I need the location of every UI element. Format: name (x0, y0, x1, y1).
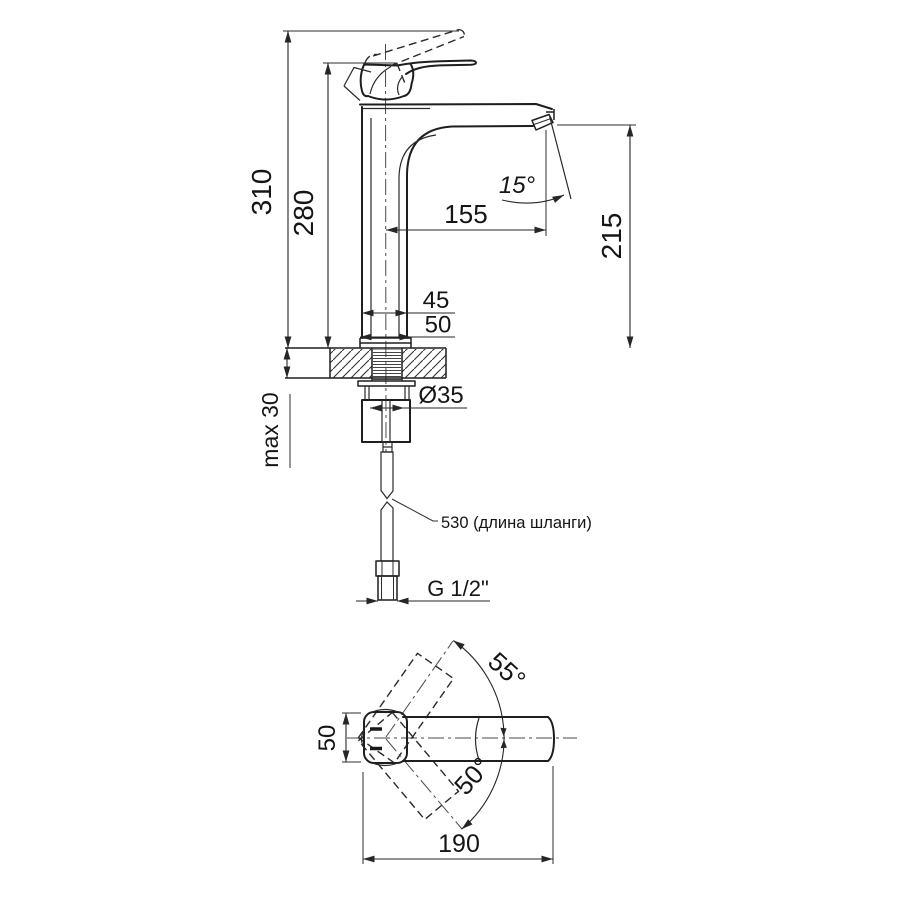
handle-lever (396, 59, 477, 75)
handle-skirt (343, 66, 372, 101)
dim-hose-length: 530 (длина шланги) (391, 498, 592, 532)
dim-body-height-label: 280 (288, 190, 319, 237)
washer (357, 380, 416, 387)
column-highlight-right (398, 134, 437, 338)
dim-body-depth: 50 (314, 712, 361, 763)
dim-body-depth-label: 50 (314, 725, 341, 752)
plan-handle-down-dashed (357, 711, 460, 821)
dim-swing-up-label: 55° (482, 646, 531, 695)
hose-upper-segment (380, 451, 394, 500)
deck-hatch-left (330, 349, 372, 378)
mounting-hardware (357, 348, 416, 453)
housing-inner-curves (369, 65, 403, 96)
plan-body-ticks (370, 727, 382, 751)
countertop-section (285, 347, 447, 379)
arc-mid-arrow-upper (500, 727, 507, 737)
spout-end-cap (546, 109, 555, 120)
dim-thread-size: G 1/2" (356, 576, 490, 605)
arc-mid-arrow-lower (500, 739, 507, 749)
plan-handle-overhang (360, 708, 399, 767)
plan-spout (402, 716, 555, 762)
dim-spout-reach-label: 155 (444, 199, 487, 229)
swing-radial-up (385, 640, 454, 738)
dim-stream-angle-label: 15° (499, 172, 536, 199)
handle-raised-dashed (364, 28, 465, 87)
deck-outline (285, 347, 447, 379)
threaded-shank (373, 349, 401, 381)
deck-hatch-right (402, 349, 446, 378)
dim-total-height-label: 310 (246, 169, 277, 216)
dim-deck-thickness-label: max 30 (257, 392, 283, 467)
top-view: 55° 50° 50 190 (314, 640, 577, 864)
faucet-handle (343, 28, 477, 101)
dim-base-width-label: 50 (425, 312, 452, 339)
thread-nipple (377, 575, 398, 601)
dim-overall-length: 190 (362, 766, 554, 864)
dim-overall-length-label: 190 (438, 830, 480, 858)
hose-lower-segment (380, 501, 394, 562)
dim-shank-diameter: Ø35 (370, 382, 467, 412)
stud-bolts (364, 386, 410, 400)
plan-handle-up-dashed (357, 652, 455, 764)
hose-adapter (382, 441, 393, 453)
dim-outlet-height-label: 215 (596, 213, 627, 260)
dim-column-width: 45 (362, 287, 455, 317)
dim-spout-reach: 155 (386, 199, 546, 234)
dim-total-height: 310 (246, 30, 459, 348)
aerator (531, 113, 554, 131)
side-view: 310 280 215 155 15° 45 (246, 28, 636, 605)
hose-end-fitting (375, 560, 400, 577)
supply-hose (375, 451, 400, 601)
vertical-centerline (385, 43, 387, 453)
dim-outlet-height: 215 (557, 124, 636, 348)
dim-stream-angle: 15° (499, 113, 572, 236)
dim-deck-thickness: max 30 (257, 348, 291, 468)
dim-body-height: 280 (288, 62, 396, 348)
plan-body (360, 708, 408, 767)
dim-column-width-label: 45 (423, 287, 450, 314)
dim-thread-size-label: G 1/2" (427, 576, 489, 601)
plan-spout-seam (474, 717, 480, 761)
dim-base-width: 50 (360, 312, 455, 341)
spout-top-edge (359, 103, 553, 110)
dim-hose-length-label: 530 (длина шланги) (441, 514, 592, 532)
swing-radial-down (385, 738, 463, 830)
faucet-body (359, 103, 555, 348)
dim-shank-diameter-label: Ø35 (418, 382, 463, 409)
shank-edges (371, 348, 403, 381)
swing-arc: 55° 50° (448, 640, 532, 830)
